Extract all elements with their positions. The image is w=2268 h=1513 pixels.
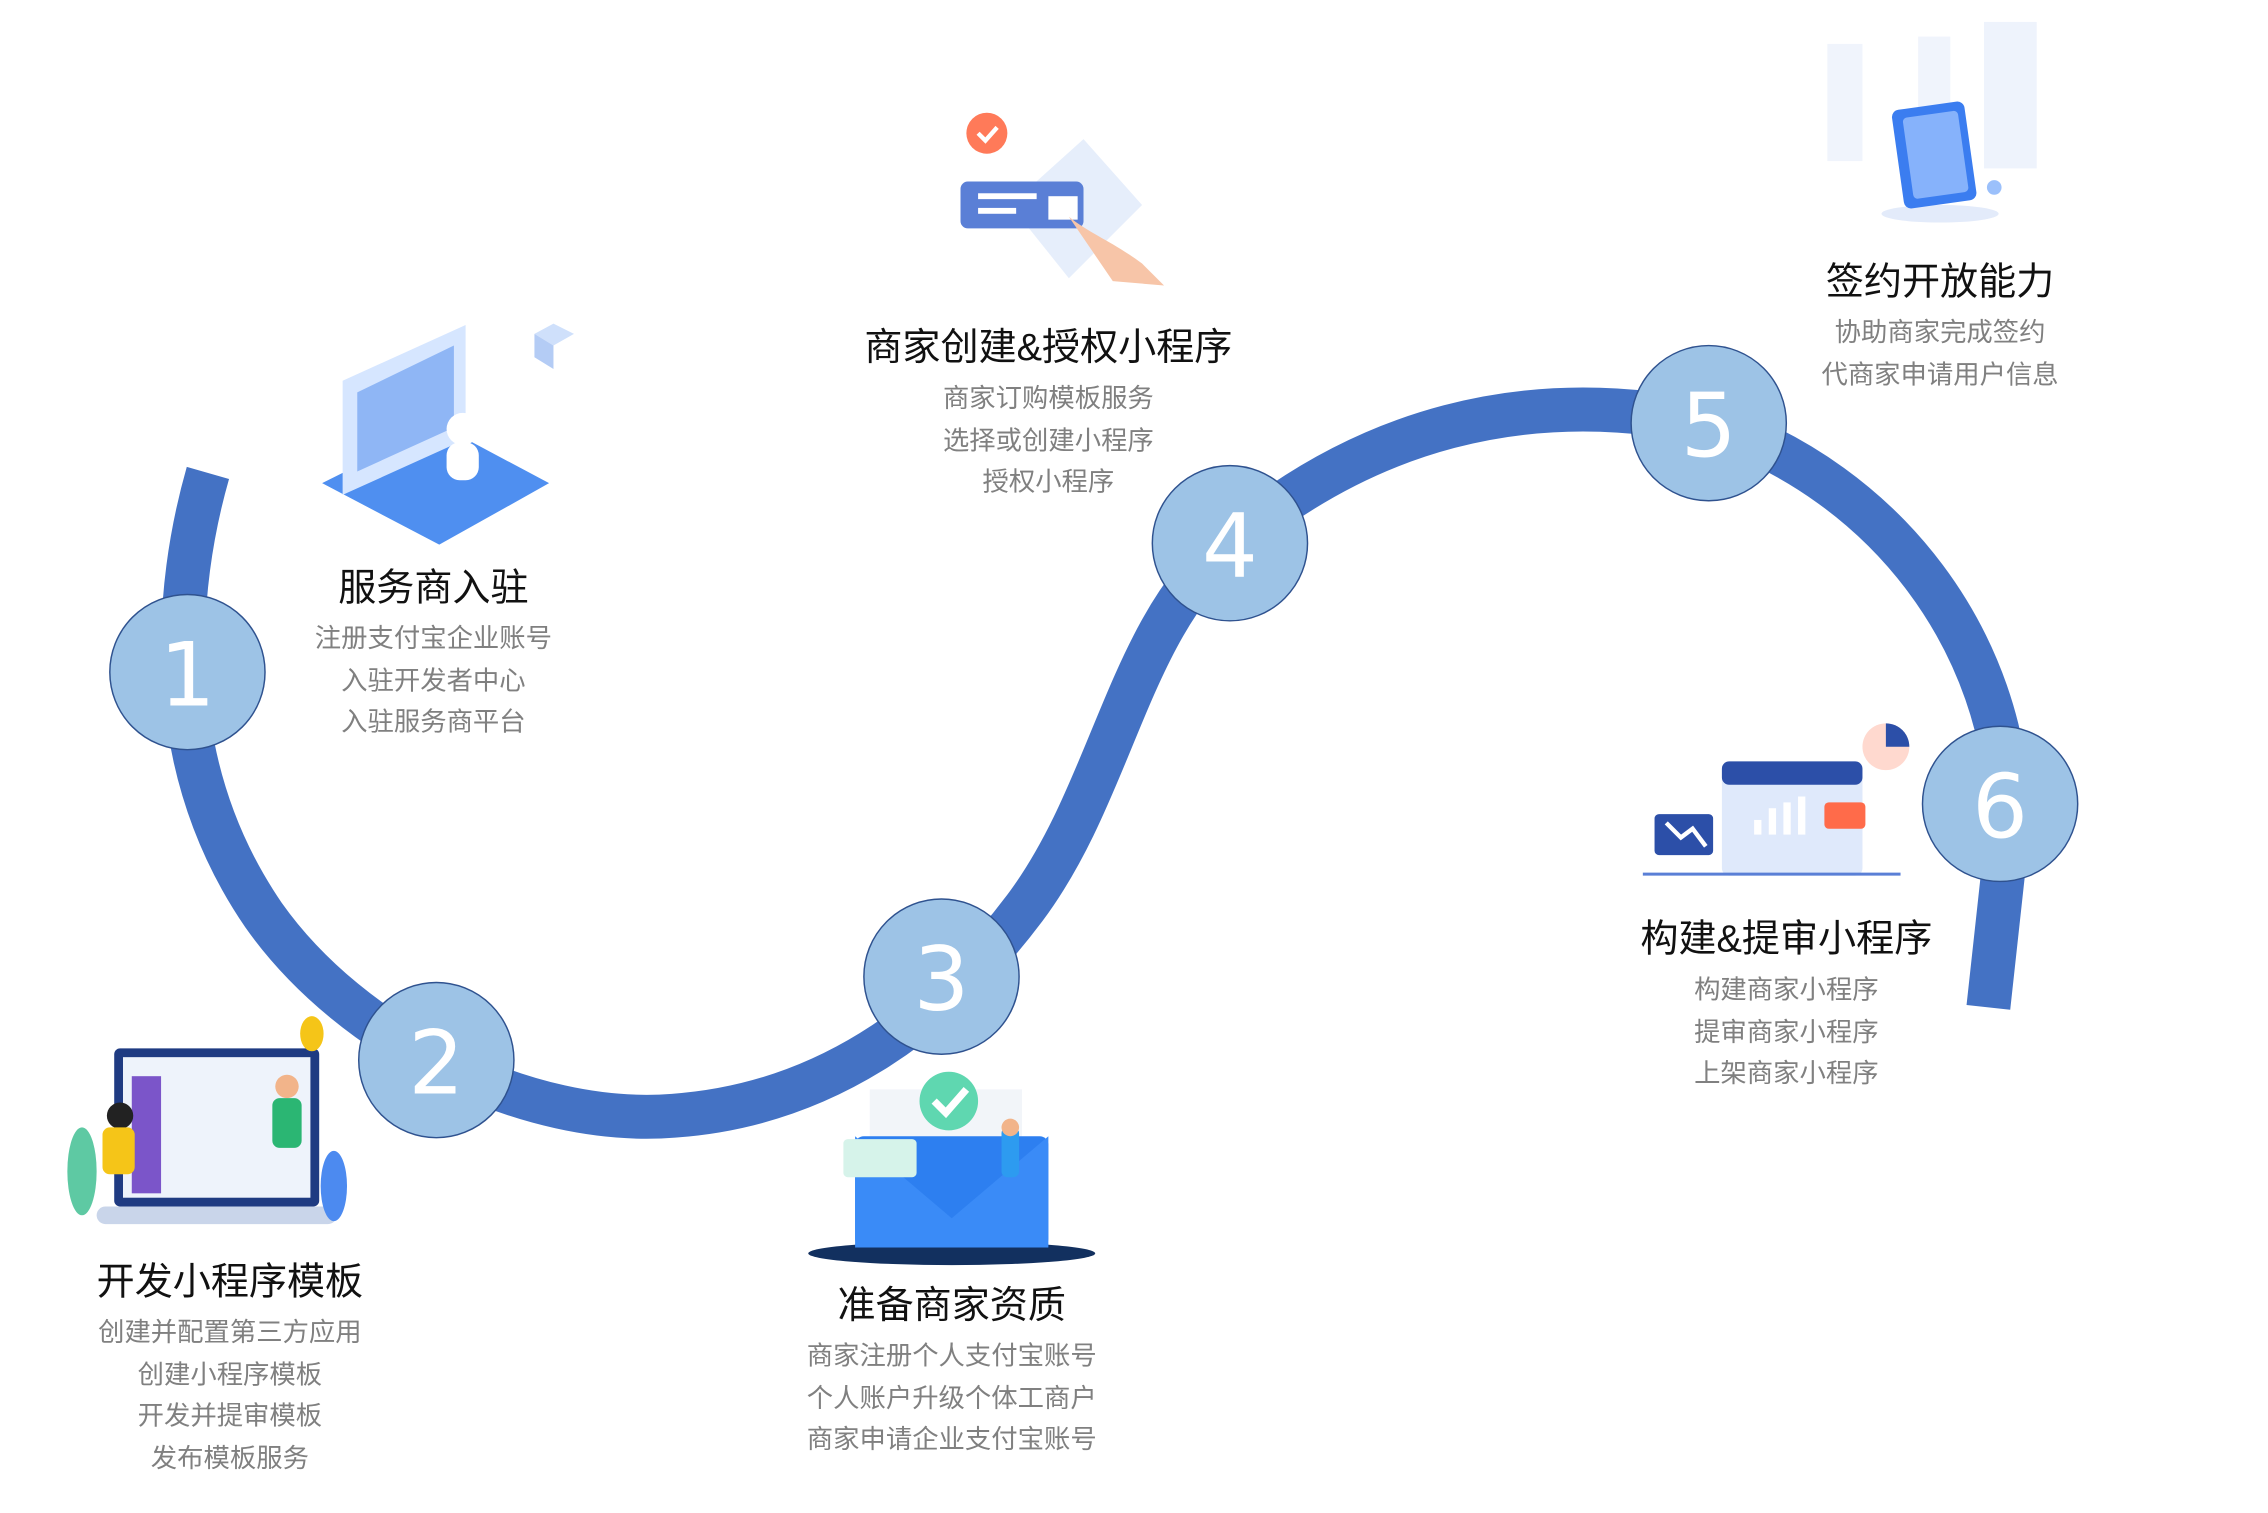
clipboard-icon [1827,21,2037,223]
step-number: 1 [159,623,215,726]
step-1-marker: 1 [109,593,266,751]
envelope-check-icon [808,1071,1096,1266]
step-line: 个人账户升级个体工商户 [806,1383,1097,1413]
step-circle [1921,725,2079,883]
step-line: 选择或创建小程序 [942,425,1154,455]
step-circle [357,981,515,1139]
step-line: 发布模板服务 [150,1443,309,1473]
step-number: 2 [408,1012,464,1115]
step-number: 5 [1681,375,1737,478]
step-line: 构建商家小程序 [1694,975,1879,1005]
step-title: 构建&提审小程序 [1640,916,1933,961]
step-2-text: 开发小程序模板 创建并配置第三方应用 创建小程序模板 开发并提审模板 发布模板服… [97,1259,364,1479]
robot-laptop-icon [322,323,574,545]
step-1-text: 服务商入驻 注册支付宝企业账号 入驻开发者中心 入驻服务商平台 [315,565,552,743]
step-6-marker: 6 [1921,725,2079,883]
step-line: 创建并配置第三方应用 [98,1317,362,1348]
step-5-marker: 5 [1630,344,1788,502]
step-4-text: 商家创建&授权小程序 商家订购模板服务 选择或创建小程序 授权小程序 [864,325,1232,503]
step-line: 上架商家小程序 [1694,1058,1879,1089]
step-3-text: 准备商家资质 商家注册个人支付宝账号 个人账户升级个体工商户 商家申请企业支付宝… [807,1283,1097,1461]
step-title: 商家创建&授权小程序 [864,325,1233,369]
step-line: 协助商家完成签约 [1834,317,2046,348]
step-title: 签约开放能力 [1825,259,2055,304]
step-line: 开发并提审模板 [137,1401,323,1431]
step-4-marker: 4 [1151,464,1309,622]
step-line: 授权小程序 [982,467,1115,497]
step-circle [863,898,1020,1055]
step-5-text: 签约开放能力 协助商家完成签约 代商家申请用户信息 [1821,259,2058,395]
step-line: 注册支付宝企业账号 [314,623,553,654]
step-line: 商家申请企业支付宝账号 [806,1424,1097,1455]
step-line: 入驻服务商平台 [341,707,526,737]
step-number: 3 [914,928,970,1031]
step-3-marker: 3 [863,898,1020,1055]
step-title: 开发小程序模板 [96,1259,364,1304]
step-number: 6 [1972,755,2028,858]
step-circle [1151,464,1309,622]
step-2-marker: 2 [357,981,515,1139]
step-line: 商家订购模板服务 [942,383,1154,413]
team-dashboard-icon [67,1016,348,1225]
analytics-window-icon [1642,723,1910,876]
step-line: 创建小程序模板 [137,1359,323,1389]
step-line: 代商家申请用户信息 [1821,359,2059,389]
step-circle [109,593,266,751]
step-line: 提审商家小程序 [1694,1017,1879,1047]
card-tap-icon [960,112,1165,286]
step-title: 准备商家资质 [837,1282,1066,1327]
step-title: 服务商入驻 [338,565,529,610]
step-circle [1630,344,1788,502]
step-line: 商家注册个人支付宝账号 [806,1341,1097,1371]
step-number: 4 [1202,495,1258,598]
step-line: 入驻开发者中心 [341,665,526,695]
step-6-text: 构建&提审小程序 构建商家小程序 提审商家小程序 上架商家小程序 [1640,917,1932,1095]
